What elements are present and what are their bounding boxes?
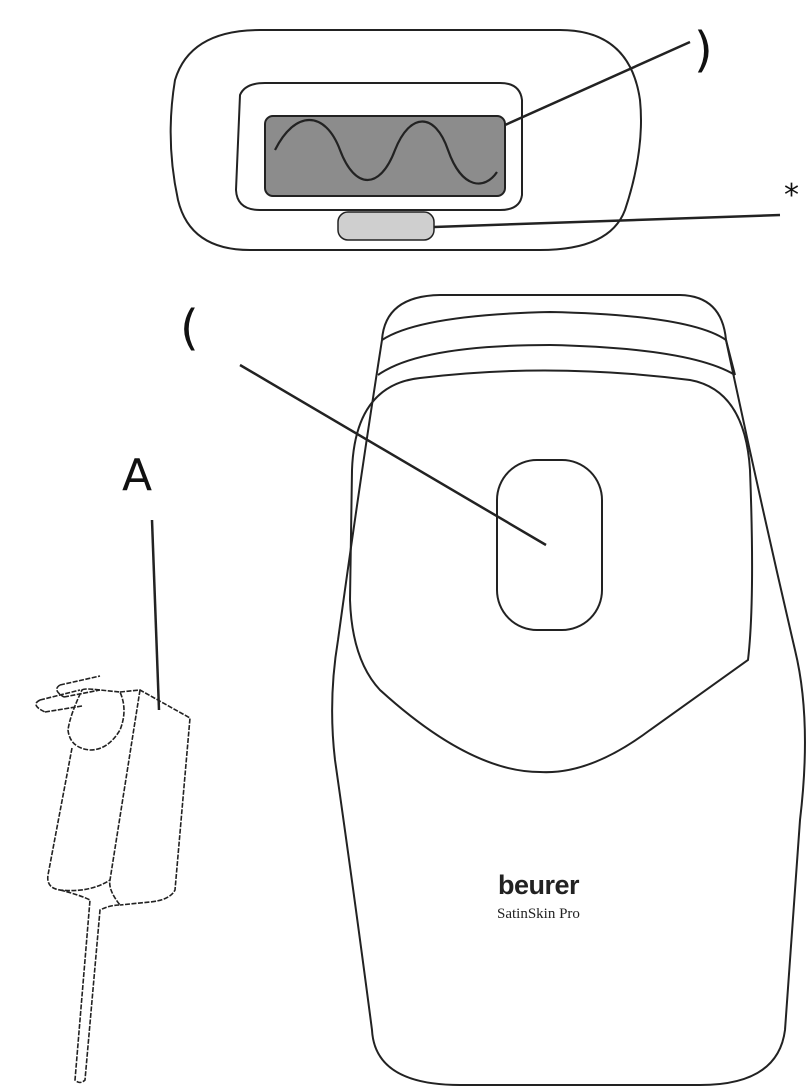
model-name: SatinSkin Pro <box>497 906 580 922</box>
label-adapter: A <box>122 450 153 501</box>
small-button <box>337 211 435 241</box>
label-small-button: * <box>784 178 799 213</box>
brand-logo: beurer <box>498 870 580 900</box>
wave-icon <box>274 119 498 185</box>
main-device <box>239 294 806 1086</box>
label-window: ) <box>694 22 713 78</box>
label-main-button: ( <box>180 300 199 356</box>
leader-line-window <box>504 40 691 127</box>
treatment-window <box>264 115 506 197</box>
leader-line-small-button <box>433 213 781 229</box>
attachment-top-view <box>169 29 781 251</box>
leader-line-main-button <box>239 363 547 547</box>
power-adapter <box>35 675 191 1084</box>
main-button <box>496 459 603 631</box>
leader-line-adapter <box>150 519 161 711</box>
